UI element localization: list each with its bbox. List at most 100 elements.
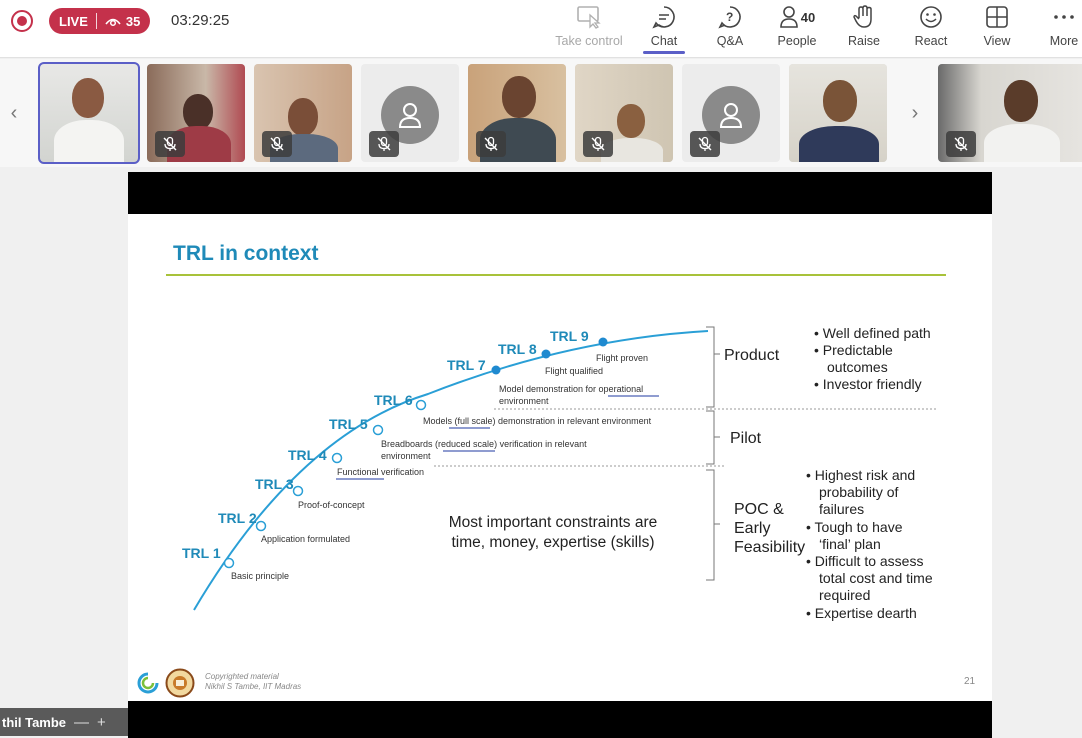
poc-bullet-1b: probability of [819, 484, 898, 500]
product-bullet-2b: outcomes [827, 359, 888, 375]
muted-mic-icon [690, 131, 720, 157]
trl-3-label: TRL 3 [255, 476, 294, 492]
trl-9-desc: Flight proven [596, 353, 648, 363]
trl-4-marker [331, 452, 343, 464]
iit-madras-seal [165, 668, 195, 698]
smiley-icon [920, 6, 942, 28]
trl-5-marker [372, 424, 384, 436]
presenter-name-tag[interactable]: thil Tambe — + [0, 708, 128, 736]
zoom-in-button[interactable]: + [97, 713, 106, 731]
product-bracket [706, 326, 715, 408]
people-button[interactable]: 40 People [774, 0, 820, 56]
participant-tile[interactable] [938, 64, 1082, 162]
phase-poc-1: POC & [734, 501, 784, 518]
muted-mic-icon [476, 131, 506, 157]
people-icon [779, 6, 798, 28]
person-icon [719, 103, 743, 128]
product-bullet-2: • Predictable [814, 342, 893, 358]
trl-8-marker [541, 349, 551, 359]
product-bullet-1: • Well defined path [814, 325, 931, 341]
poc-bullet-3: • Difficult to assess [806, 553, 923, 569]
trl-curve [193, 330, 709, 611]
react-button[interactable]: React [913, 0, 949, 56]
recording-icon[interactable] [11, 10, 33, 32]
muted-mic-icon [369, 131, 399, 157]
footer-logos [136, 668, 195, 698]
phase-product: Product [724, 347, 780, 364]
pilot-bracket [706, 410, 715, 465]
trl-2-label: TRL 2 [218, 510, 257, 526]
people-count: 40 [800, 9, 816, 25]
raise-label: Raise [848, 34, 880, 48]
raise-hand-button[interactable]: Raise [846, 0, 882, 56]
trl-3-marker [292, 485, 304, 497]
trl-1-desc: Basic principle [231, 571, 289, 581]
participant-tile[interactable] [789, 64, 887, 162]
poc-bracket [706, 469, 715, 581]
more-button[interactable]: More [1047, 0, 1081, 56]
chat-icon [652, 6, 675, 29]
participant-tile[interactable] [468, 64, 566, 162]
muted-mic-icon [262, 131, 292, 157]
more-dots-icon [1054, 15, 1074, 19]
live-label: LIVE [59, 13, 88, 29]
slide-title: TRL in context [173, 242, 319, 265]
participant-tile[interactable] [682, 64, 780, 162]
person-icon [398, 103, 422, 128]
trl-5-desc-2: environment [381, 451, 431, 461]
participant-tile[interactable] [361, 64, 459, 162]
trl-1-marker [223, 557, 235, 569]
meeting-toolbar: LIVE 35 03:29:25 Take control Chat ? Q&A… [0, 0, 1082, 58]
phase-poc-2: Early [734, 520, 770, 537]
poc-bullet-1: • Highest risk and [806, 467, 915, 483]
trl-9-label: TRL 9 [550, 328, 589, 344]
qa-label: Q&A [716, 34, 744, 48]
view-button[interactable]: View [981, 0, 1013, 56]
poc-bullet-2b: ‘final’ plan [819, 536, 881, 552]
trl-1-label: TRL 1 [182, 545, 221, 561]
letterbox-bottom [128, 701, 992, 738]
trl-5-label: TRL 5 [329, 416, 368, 432]
phase-poc-3: Feasibility [734, 539, 805, 556]
gallery-next-button[interactable]: › [898, 59, 932, 167]
qa-button[interactable]: ? Q&A [712, 0, 748, 56]
screen-pointer-icon [577, 6, 601, 29]
participant-gallery: ‹ [0, 59, 1082, 167]
trl-9-marker [598, 337, 608, 347]
people-label: People [777, 34, 817, 48]
presenter-name: thil Tambe [2, 714, 67, 730]
trl-7-desc-2: environment [499, 396, 549, 406]
poc-bullet-1c: failures [819, 501, 864, 517]
chevron-right-icon: › [911, 101, 919, 124]
take-control-label: Take control [555, 34, 623, 48]
gallery-prev-button[interactable]: ‹ [0, 59, 28, 167]
live-badge[interactable]: LIVE 35 [49, 8, 151, 34]
trl-7-marker [491, 365, 501, 375]
trl-5-desc: Breadboards (reduced scale) verification… [381, 439, 587, 449]
more-label: More [1049, 34, 1079, 48]
svg-text:?: ? [726, 10, 733, 24]
trl-2-marker [255, 520, 267, 532]
participant-tile[interactable] [575, 64, 673, 162]
participant-tile[interactable] [38, 62, 140, 164]
participant-tile[interactable] [254, 64, 352, 162]
grid-view-icon [986, 6, 1008, 28]
take-control-button[interactable]: Take control [553, 0, 625, 56]
muted-mic-icon [946, 131, 976, 157]
zoom-out-button[interactable]: — [74, 713, 90, 731]
viewer-count: 35 [125, 13, 141, 29]
participant-tile[interactable] [147, 64, 245, 162]
trl-2-desc: Application formulated [261, 534, 350, 544]
trl-8-label: TRL 8 [498, 341, 537, 357]
trl-8-desc: Flight qualified [545, 366, 603, 376]
trl-7-desc: Model demonstration for operational [499, 384, 643, 394]
product-bullet-3: • Investor friendly [814, 376, 922, 392]
constraints-line-2: time, money, expertise (skills) [452, 534, 655, 551]
qa-icon: ? [718, 6, 741, 29]
chat-button[interactable]: Chat [643, 0, 685, 56]
meeting-timer: 03:29:25 [171, 12, 230, 29]
trl-6-desc: Models (full scale) demonstration in rel… [423, 416, 652, 426]
letterbox-top [128, 172, 992, 214]
muted-mic-icon [583, 131, 613, 157]
